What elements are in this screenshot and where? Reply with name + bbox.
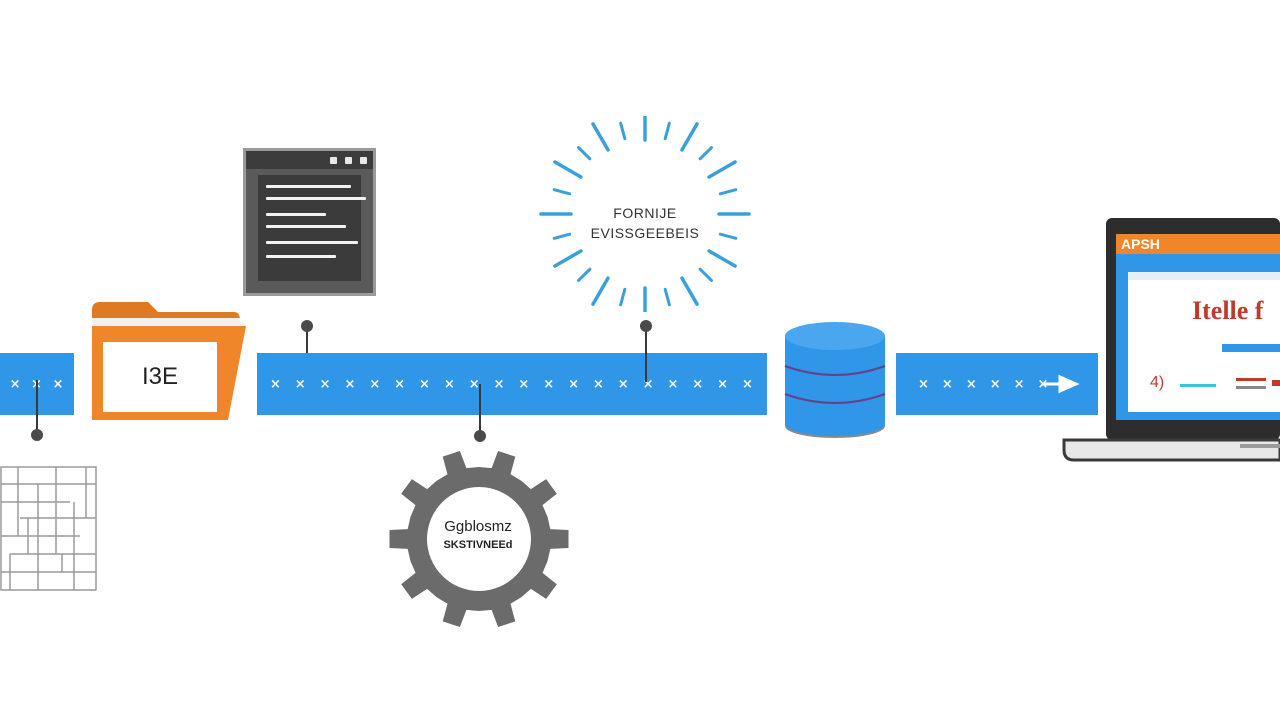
connector-line <box>479 384 481 434</box>
burst-ray <box>707 160 737 179</box>
band-mark: × <box>52 376 65 392</box>
burst-ray <box>707 249 737 268</box>
burst-ray <box>680 122 699 152</box>
burst-ray <box>553 249 583 268</box>
burst-ray <box>591 276 610 306</box>
band-mark: × <box>741 376 754 392</box>
band-mark: × <box>344 376 357 392</box>
band-mark: × <box>543 376 556 392</box>
wireframe-grid-icon <box>0 466 97 591</box>
terminal-screen <box>258 175 366 281</box>
band-mark: × <box>918 376 930 392</box>
connector-line <box>36 380 38 432</box>
burst-ray <box>553 160 583 179</box>
burst-ray <box>663 121 671 141</box>
band-mark: × <box>394 376 407 392</box>
burst-ray <box>552 232 572 240</box>
band-mark: × <box>1013 376 1026 392</box>
band-mark: × <box>443 376 456 392</box>
burst-ray <box>680 276 699 306</box>
folder-label: I3E <box>103 342 217 412</box>
burst-ray <box>718 188 738 196</box>
band-mark: × <box>493 376 506 392</box>
band-mark: × <box>617 376 630 392</box>
burst-ray <box>577 146 592 161</box>
laptop-icon <box>1062 218 1280 462</box>
band-mark: × <box>269 376 282 392</box>
connector-dot <box>640 320 652 332</box>
band-mark: × <box>568 376 580 392</box>
burst-ray <box>591 122 610 152</box>
band-mark: × <box>518 376 531 392</box>
gear-label-line-2: SKSTIVNEEd <box>443 539 513 551</box>
burst-icon <box>539 116 751 312</box>
burst-ray <box>698 267 713 282</box>
burst-ray <box>577 267 592 282</box>
band-mark: × <box>965 376 978 392</box>
connector-dot <box>31 429 43 441</box>
connector-line <box>645 326 647 382</box>
laptop-page-heading: Itelle f <box>1192 296 1264 325</box>
band-mark: × <box>989 376 1002 392</box>
burst-label-line-1: FORNIJE <box>613 205 677 221</box>
laptop-small-text: 4) <box>1150 374 1165 391</box>
band-mark: × <box>9 376 22 392</box>
gear-icon <box>389 451 569 627</box>
band-mark: × <box>717 376 730 392</box>
pipeline-band-2: × × × × × × × × × × × × × × × × × × × × <box>257 353 767 415</box>
burst-ray <box>663 287 671 307</box>
gear-label: Ggblosmz SKSTIVNEEd <box>418 517 538 553</box>
burst-ray <box>619 287 627 307</box>
band-mark: × <box>642 376 655 392</box>
band-mark: × <box>419 376 431 392</box>
gear-hub <box>427 487 531 591</box>
terminal-titlebar <box>246 151 373 169</box>
terminal-window-icon <box>243 148 376 296</box>
burst-ray <box>552 188 572 196</box>
band-mark: × <box>941 376 954 392</box>
burst-label: FORNIJE EVISSGEEBEIS <box>560 203 730 243</box>
burst-ray <box>698 146 713 161</box>
connector-dot <box>474 430 486 442</box>
band-mark: × <box>319 376 332 392</box>
connector-dot <box>301 320 313 332</box>
band-mark: × <box>592 376 605 392</box>
burst-ray <box>619 121 627 141</box>
laptop-window-title: APSH <box>1121 236 1160 252</box>
burst-label-line-2: EVISSGEEBEIS <box>590 225 700 241</box>
gear-label-line-1: Ggblosmz <box>444 518 512 535</box>
band-mark: × <box>468 376 481 392</box>
burst-ray <box>718 232 738 240</box>
database-icon <box>784 322 886 438</box>
arrow-right-icon <box>1042 374 1080 394</box>
band-mark: × <box>692 376 705 392</box>
band-mark: × <box>667 376 680 392</box>
band-mark: × <box>294 376 307 392</box>
band-mark: × <box>369 376 382 392</box>
